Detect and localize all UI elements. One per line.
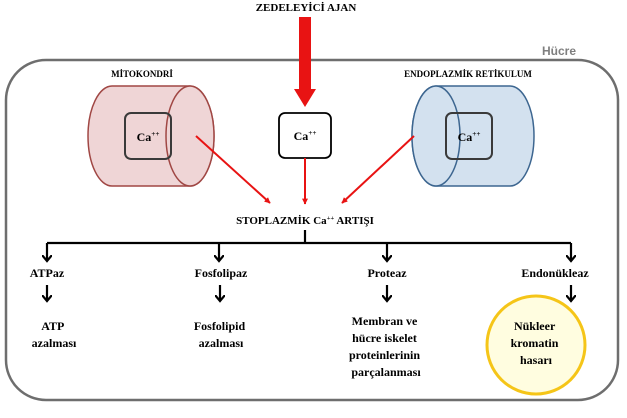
mitochondria-ca-sup: ++ — [151, 130, 159, 138]
enzyme-proteaz: Proteaz — [367, 266, 407, 280]
mitochondria-label: MİTOKONDRİ — [111, 69, 173, 79]
svg-text:STOPLAZMİK Ca++ ARTIŞI: STOPLAZMİK Ca++ ARTIŞI — [236, 215, 374, 227]
enzyme-fosfolipaz: Fosfolipaz — [195, 266, 248, 280]
effect-fosfolipid: Fosfolipid azalması — [194, 319, 248, 350]
er-ca-sup: ++ — [472, 130, 480, 138]
effect-nuclear: Nükleer kromatin hasarı — [511, 319, 562, 367]
mitochondria-ca-label: Ca — [137, 130, 152, 144]
cytoplasm-prefix: STOPLAZMİK — [236, 215, 311, 227]
enzyme-endonukleaz: Endonükleaz — [521, 266, 589, 280]
enzyme-atpaz: ATPaz — [30, 266, 65, 280]
er-ca-box — [445, 112, 493, 160]
effect-atp: ATP azalması — [32, 319, 77, 350]
agent-arrow — [294, 17, 316, 107]
branch-tree — [47, 230, 571, 261]
effect-membrane: Membran ve hücre iskelet proteinlerinin … — [349, 314, 423, 379]
center-ca-sup: ++ — [308, 129, 316, 137]
mitochondria-cylinder: Ca++ — [87, 85, 215, 187]
mito-to-cytoplasm-arrow — [195, 135, 271, 204]
er-ca-label: Ca — [458, 130, 473, 144]
damaging-agent-title: ZEDELEYİCİ AJAN — [256, 2, 357, 14]
cytoplasm-ca-sup: ++ — [327, 215, 335, 222]
er-cylinder: Ca++ — [411, 85, 535, 187]
cell-label: Hücre — [542, 44, 576, 58]
svg-text:Ca++: Ca++ — [137, 130, 160, 144]
er-to-cytoplasm-arrow — [341, 135, 415, 204]
center-ca-label: Ca — [294, 129, 309, 143]
mitochondria-ca-box — [124, 112, 172, 160]
svg-text:Ca++: Ca++ — [294, 129, 317, 143]
cytoplasm-ca: Ca — [313, 215, 327, 227]
nuclear-damage-circle — [485, 294, 587, 396]
effect-arrows — [47, 285, 571, 301]
er-label: ENDOPLAZMİK RETİKULUM — [404, 69, 532, 79]
svg-text:Ca++: Ca++ — [458, 130, 481, 144]
cytoplasm-suffix: ARTIŞI — [336, 215, 374, 227]
